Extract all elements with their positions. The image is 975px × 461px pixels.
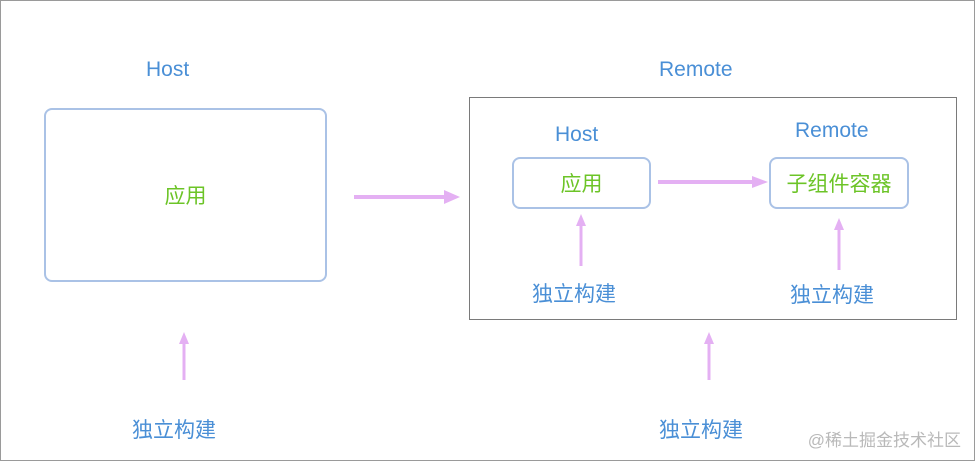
watermark: @稀土掘金技术社区 [807, 431, 961, 450]
inner-remote-title: Remote [795, 119, 869, 142]
left-build-arrow [179, 332, 189, 380]
inner-remote-build-label: 独立构建 [790, 284, 874, 307]
left-host-box [44, 108, 327, 282]
inner-remote-build-arrow [834, 218, 844, 270]
inner-remote-box-label: 子组件容器 [786, 173, 892, 196]
inner-host-build-arrow [576, 214, 586, 266]
left-build-label: 独立构建 [132, 419, 216, 442]
left-host-box-label: 应用 [164, 185, 207, 208]
inner-host-box [512, 157, 651, 209]
inner-remote-box [769, 157, 909, 209]
remote-container [469, 97, 957, 320]
left-host-title: Host [146, 58, 190, 81]
inner-host-title: Host [555, 123, 599, 146]
inner-arrow [658, 176, 768, 188]
main-arrow [354, 190, 460, 204]
right-build-label: 独立构建 [659, 419, 743, 442]
inner-host-box-label: 应用 [560, 173, 603, 196]
inner-host-build-label: 独立构建 [532, 283, 616, 306]
right-remote-title: Remote [659, 58, 733, 81]
right-build-arrow [704, 332, 714, 380]
